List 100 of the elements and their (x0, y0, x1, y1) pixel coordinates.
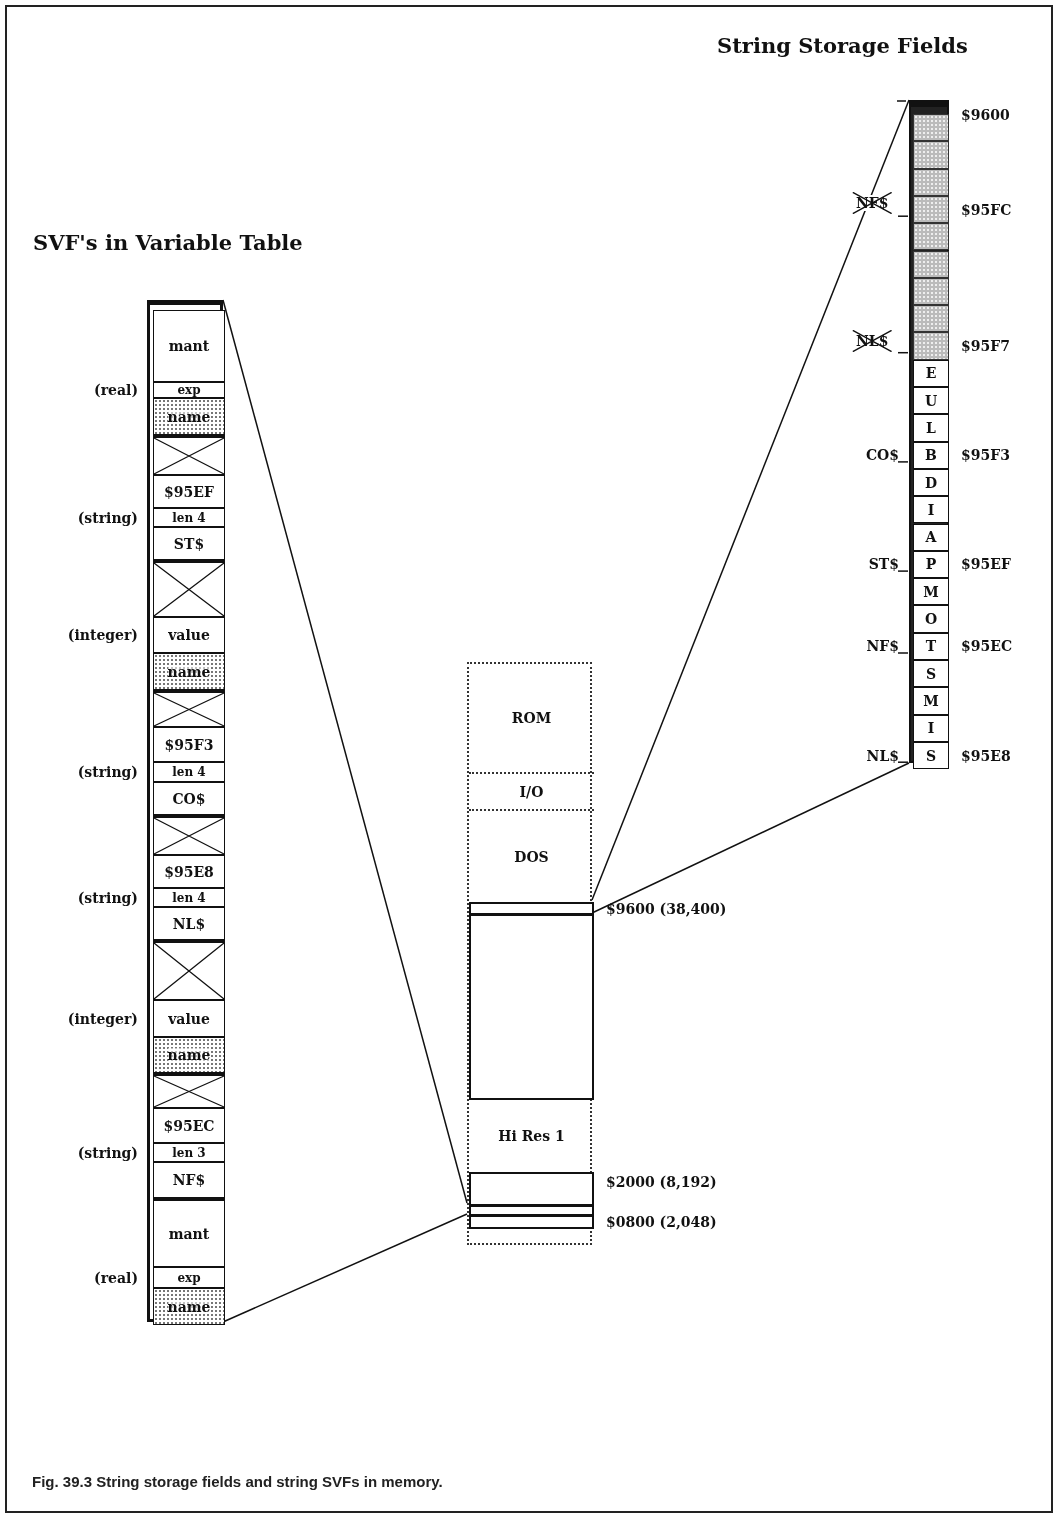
type-label: (string) (77, 889, 138, 906)
crossed-cell (153, 940, 225, 1000)
section-heading: SVF's in Variable Table (33, 230, 303, 255)
cell-text: S (925, 748, 937, 763)
cell-text: mant (168, 1226, 210, 1241)
type-label: (integer) (67, 627, 138, 643)
cell-text: CO$ (172, 791, 206, 806)
region-label: I/O (519, 784, 544, 799)
cell-text: len 4 (172, 766, 206, 778)
field-cell (913, 496, 949, 524)
field-cell (913, 714, 949, 742)
field-cell (153, 907, 225, 940)
type-label: (string) (77, 1144, 138, 1161)
field-cell (913, 660, 949, 688)
type-label: (string) (77, 509, 138, 526)
cell-text: len 3 (172, 1146, 206, 1159)
cell-text: I (927, 502, 935, 517)
cell-text: $95E8 (164, 864, 214, 879)
cell-text: U (924, 393, 938, 408)
projection-line (591, 99, 910, 901)
shaded-storage-cell (913, 168, 949, 196)
address-label: $95F3 (961, 447, 1010, 464)
region-label: ROM (511, 711, 552, 725)
field-cell (913, 523, 949, 551)
variable-name: NF$ (866, 638, 899, 655)
figure-caption: Fig. 39.3 String storage fields and string SVFs in memory. (32, 1473, 443, 1490)
cell-text: name (167, 409, 211, 424)
memory-region (469, 1205, 594, 1216)
field-cell (913, 605, 949, 633)
shaded-storage-cell (913, 277, 949, 306)
field-cell (153, 1108, 225, 1143)
shaded-storage-cell (913, 305, 949, 333)
address-label: $95F7 (961, 338, 1010, 355)
field-cell (153, 475, 225, 508)
field-cell (153, 1037, 225, 1073)
cell-text: B (925, 448, 937, 463)
field-cell (153, 527, 225, 560)
cell-text: exp (177, 1271, 201, 1284)
cell-text: NL$ (172, 916, 206, 931)
cell-text: len 4 (172, 511, 206, 524)
region-label: Hi Res 1 (498, 1129, 565, 1143)
crossed-cell (153, 560, 225, 617)
section-heading: String Storage Fields (717, 33, 968, 58)
cell-text: $95F3 (164, 737, 214, 752)
field-cell (913, 578, 949, 606)
address-label: $95E8 (961, 747, 1011, 764)
crossed-cell (153, 435, 225, 475)
field-cell (153, 653, 225, 690)
address-label: $9600 (38,400) (606, 900, 727, 917)
cell-text: value (168, 628, 210, 642)
cell-text: M (923, 693, 939, 708)
type-label: (real) (94, 1269, 138, 1286)
field-cell (153, 727, 225, 762)
cell-text: M (923, 584, 939, 599)
cell-text: A (925, 530, 937, 545)
field-cell (913, 414, 949, 442)
field-cell (913, 468, 949, 497)
shaded-storage-cell (913, 250, 949, 278)
cell-text: O (924, 612, 938, 627)
field-cell (153, 310, 225, 382)
cell-text: NF$ (172, 1173, 206, 1187)
crossed-cell (153, 1073, 225, 1108)
cell-text: $95EC (163, 1118, 215, 1133)
shaded-storage-cell (913, 223, 949, 251)
variable-name: ST$ (868, 556, 899, 573)
field-cell (913, 359, 949, 387)
cell-text: L (926, 420, 936, 435)
field-cell (153, 782, 225, 815)
cell-text: value (168, 1011, 210, 1026)
crossed-cell (153, 815, 225, 855)
field-cell (153, 1162, 225, 1198)
cell-text: D (924, 475, 938, 490)
projection-line (591, 762, 910, 914)
cell-text: mant (168, 339, 210, 353)
cell-text: ST$ (173, 536, 205, 551)
type-label: (integer) (67, 1010, 138, 1027)
field-cell (153, 1198, 225, 1267)
cell-text: len 4 (172, 891, 206, 904)
field-cell (153, 398, 225, 435)
field-cell (913, 387, 949, 415)
address-label: $9600 (961, 107, 1010, 123)
type-label: (real) (94, 382, 138, 398)
address-label: $2000 (8,192) (606, 1174, 717, 1190)
projection-line (222, 299, 468, 1204)
type-label: (string) (77, 764, 138, 780)
address-label: $95EC (961, 638, 1013, 655)
crossed-cell (153, 690, 225, 727)
address-label: $0800 (2,048) (606, 1214, 717, 1230)
cell-text: P (925, 557, 937, 572)
cell-text: T (925, 639, 937, 654)
cell-text: $95EF (164, 484, 214, 499)
cell-text: I (927, 721, 935, 736)
shaded-storage-cell (913, 114, 949, 142)
field-cell (153, 1288, 225, 1325)
cell-text: name (167, 1299, 211, 1314)
variable-name: NL$ (866, 747, 899, 764)
address-label: $95FC (961, 201, 1012, 218)
field-cell (913, 687, 949, 715)
shaded-storage-cell (913, 141, 949, 169)
field-cell (153, 855, 225, 888)
